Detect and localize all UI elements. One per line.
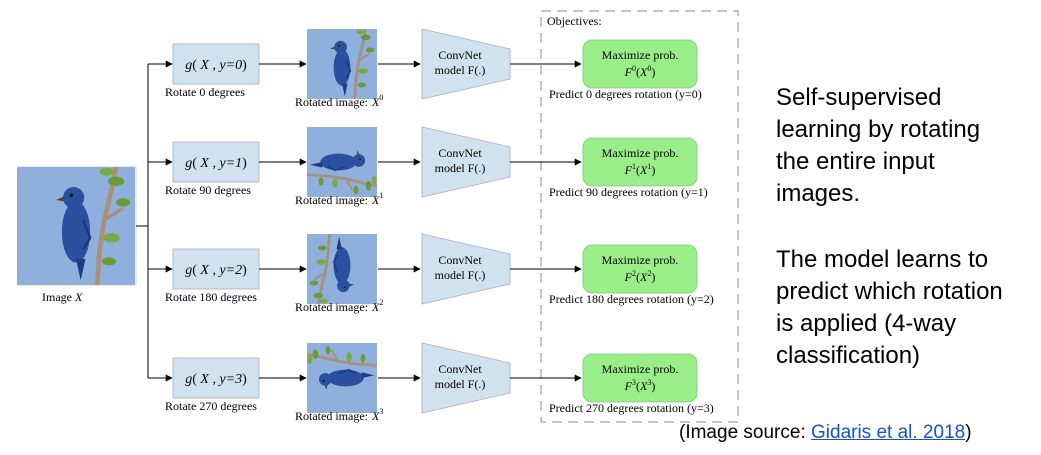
input-image: [17, 167, 136, 285]
description-line: the entire input: [776, 148, 935, 175]
description-line: is applied (4-way: [776, 310, 957, 337]
rotate-label: Rotate 0 degrees: [165, 85, 245, 99]
objective-formula: F0(X0): [624, 64, 656, 79]
convnet-model: [421, 126, 511, 198]
rotation-function-box: [172, 141, 260, 183]
objective-box: [582, 39, 698, 89]
rotate-label: Rotate 180 degrees: [165, 290, 257, 304]
rotation-function-label: g( X , y=1): [185, 156, 247, 171]
rotation-function-label: g( X , y=0): [185, 58, 247, 73]
convnet-label-line1: ConvNet: [438, 253, 482, 267]
convnet-label-line1: ConvNet: [438, 146, 482, 160]
predict-label: Predict 180 degrees rotation (y=2): [549, 292, 714, 306]
rotate-label: Rotate 270 degrees: [165, 399, 257, 413]
rotated-image: [305, 232, 379, 306]
rotated-image-label: Rotated image:X2: [295, 298, 383, 314]
rotation-function-box: [172, 357, 260, 399]
description-paragraph-2: The model learns to predict which rotati…: [776, 244, 1003, 372]
description-line: Self-supervised: [776, 84, 942, 111]
source-link[interactable]: Gidaris et al. 2018: [811, 422, 966, 443]
rotated-image-label: Rotated image:X1: [295, 191, 383, 207]
objective-label: Maximize prob.: [602, 362, 679, 376]
rotated-image-label: Rotated image:X3: [295, 407, 383, 423]
description-line: The model learns to: [776, 246, 989, 273]
description-line: classification): [776, 342, 921, 369]
rotation-function-box: [172, 248, 260, 290]
objectives-title: Objectives:: [547, 14, 602, 28]
description-paragraph-1: Self-supervised learning by rotating the…: [776, 82, 980, 210]
convnet-model: [421, 342, 511, 414]
convnet-model: [421, 28, 511, 100]
objective-formula: F2(X2): [624, 269, 656, 284]
convnet-label-line2: model F(.): [435, 63, 486, 77]
objective-box: [582, 353, 698, 403]
rotate-label: Rotate 90 degrees: [165, 183, 251, 197]
rotated-image: [305, 27, 379, 101]
convnet-label-line1: ConvNet: [438, 48, 482, 62]
objective-box: [582, 244, 698, 294]
rotation-function-label: g( X , y=3): [185, 372, 247, 387]
objective-label: Maximize prob.: [602, 253, 679, 267]
caption-suffix: ): [965, 422, 972, 443]
predict-label: Predict 270 degrees rotation (y=3): [549, 401, 714, 415]
branch-connector: [136, 64, 149, 378]
rotated-image-label: Rotated image:X0: [295, 93, 383, 109]
predict-label: Predict 90 degrees rotation (y=1): [549, 185, 708, 199]
objective-box: [582, 137, 698, 187]
image-source-caption: (Image source: Gidaris et al. 2018): [679, 422, 972, 444]
objective-formula: F3(X3): [624, 378, 656, 393]
input-image-label: Image X: [42, 290, 83, 304]
convnet-label-line2: model F(.): [435, 377, 486, 391]
description-line: predict which rotation: [776, 278, 1003, 305]
objective-label: Maximize prob.: [602, 48, 679, 62]
convnet-model: [421, 233, 511, 305]
rotation-function-box: [172, 43, 260, 85]
convnet-label-line2: model F(.): [435, 161, 486, 175]
rotated-image: [305, 125, 379, 199]
convnet-label-line1: ConvNet: [438, 362, 482, 376]
rotated-image: [305, 341, 379, 415]
objective-formula: F1(X1): [624, 162, 656, 177]
caption-prefix: (Image source:: [679, 422, 811, 443]
objectives-box: [540, 10, 739, 423]
description-line: images.: [776, 180, 861, 207]
description-line: learning by rotating: [776, 116, 981, 143]
predict-label: Predict 0 degrees rotation (y=0): [549, 87, 702, 101]
objective-label: Maximize prob.: [602, 146, 679, 160]
rotation-function-label: g( X , y=2): [185, 263, 247, 278]
convnet-label-line2: model F(.): [435, 268, 486, 282]
